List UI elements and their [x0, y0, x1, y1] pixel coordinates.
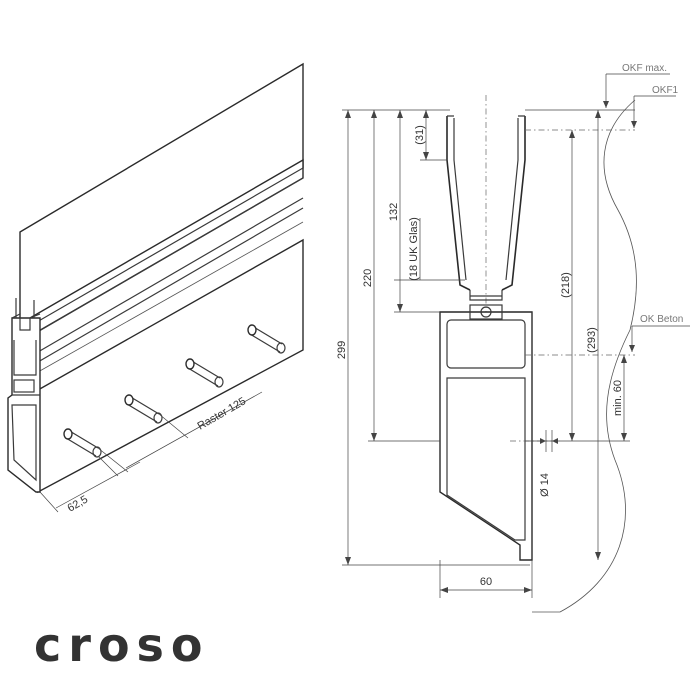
anchor-rod	[63, 428, 102, 458]
level-ok-beton: OK Beton	[640, 314, 683, 325]
dim-60: 60	[480, 576, 492, 588]
dim-18-glass: (18 UK Glas)	[408, 217, 420, 281]
glass-clamp	[446, 115, 526, 301]
dim-220: 220	[362, 269, 374, 287]
anchor-rod	[185, 358, 224, 388]
arrowheads	[345, 110, 627, 593]
dim-218: (218)	[560, 272, 572, 298]
brand-logo: croso	[34, 618, 210, 672]
section-view: 299 220 132 (31) (18 UK Glas) (218) (293…	[336, 63, 690, 613]
level-okf-max: OKF max.	[622, 63, 667, 74]
profile-end-section	[7, 298, 41, 493]
dim-293: (293)	[586, 327, 598, 353]
dim-132: 132	[388, 203, 400, 221]
isometric-profile-view: Raster 125 62,5	[7, 62, 304, 515]
upper-chamber	[446, 319, 526, 369]
dimension-labels: 299 220 132 (31) (18 UK Glas) (218) (293…	[336, 125, 624, 588]
anchor-rod	[124, 394, 163, 424]
vertical-dimensions	[347, 110, 625, 591]
extension-lines	[342, 109, 635, 598]
level-okf1: OKF1	[652, 85, 679, 96]
concrete-boundary	[532, 99, 637, 613]
anchor-rods	[63, 324, 286, 458]
main-profile	[439, 304, 533, 561]
dim-min-60: min. 60	[612, 380, 624, 416]
offset-label: 62,5	[66, 493, 91, 514]
dim-31: (31)	[414, 125, 426, 145]
anchor-rod	[247, 324, 286, 354]
dim-299: 299	[336, 341, 348, 359]
dim-diameter-14: Ø 14	[539, 473, 551, 497]
lower-chamber	[446, 377, 526, 541]
level-markers: OKF max. OKF1 OK Beton	[603, 63, 690, 352]
